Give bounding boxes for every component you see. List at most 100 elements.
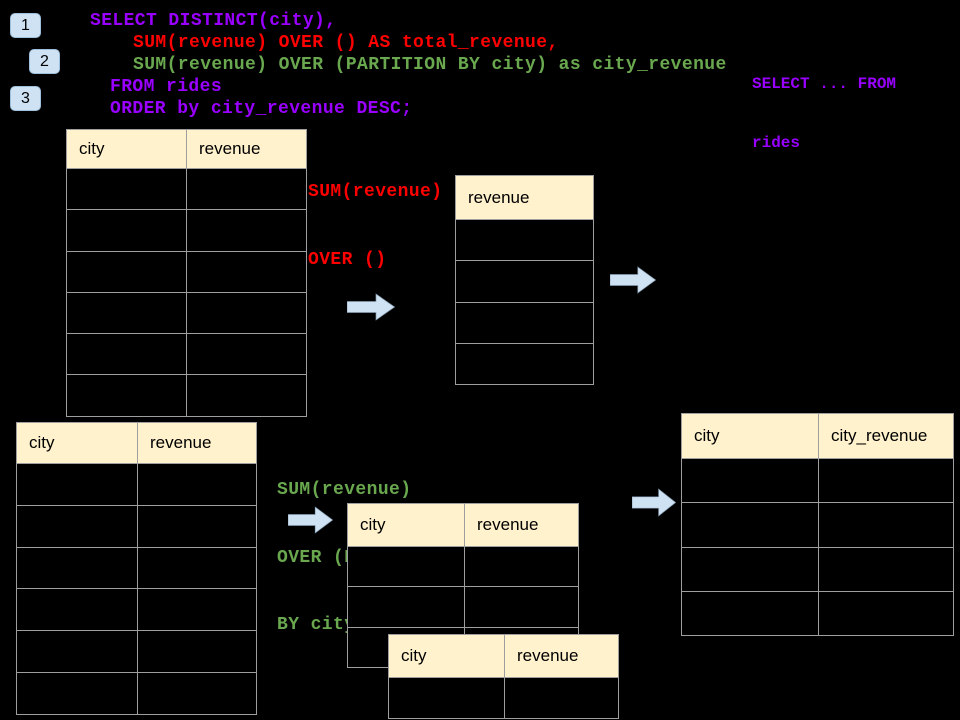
- city-revenue-result-cell-2-city_revenue: [818, 503, 953, 547]
- source-table-bottom-cell-6-city: [17, 673, 137, 714]
- flow-right-arrow-icon-2: [610, 266, 656, 294]
- city-revenue-result-row-1: [682, 458, 953, 503]
- partition-overlap-table-cell-1-city: [389, 678, 504, 718]
- total-revenue-result-row-1: [456, 219, 593, 260]
- partition-overlap-table-header-row: city revenue: [389, 635, 618, 677]
- source-table-top-row-6: [67, 374, 306, 416]
- city-revenue-result-header-city_revenue: city_revenue: [818, 414, 953, 458]
- source-table-top-row-3: [67, 250, 306, 292]
- total-revenue-note: SUM(revenue) OVER (): [308, 136, 442, 316]
- flow-right-arrow-icon-4: [632, 488, 676, 517]
- city-revenue-result-header-city: city: [682, 414, 818, 458]
- total-revenue-result-header-label-revenue: revenue: [468, 187, 530, 207]
- total-revenue-result-row-2: [456, 260, 593, 301]
- step-badge-1: 1: [10, 13, 41, 38]
- source-table-top-cell-6-city: [67, 375, 186, 415]
- total-revenue-result-header-row: revenue: [456, 176, 593, 219]
- partition-input-table-row-1: [348, 546, 578, 587]
- source-table-bottom-row-3: [17, 546, 256, 589]
- partition-input-table-header-label-revenue: revenue: [477, 515, 539, 534]
- source-table-top-header-row: city revenue: [67, 130, 306, 168]
- partition-overlap-table-row-1: [389, 677, 618, 718]
- partition-overlap-table-cell-1-revenue: [504, 678, 618, 718]
- source-table-bottom-cell-5-revenue: [137, 631, 256, 672]
- source-table-bottom-header-label-revenue: revenue: [150, 433, 212, 452]
- source-table-bottom-cell-3-revenue: [137, 547, 256, 589]
- city-revenue-result-header-label-city_revenue: city_revenue: [831, 426, 928, 445]
- source-table-bottom-cell-4-revenue: [137, 589, 256, 631]
- sql-summary-note: SELECT ... FROM rides: [752, 36, 896, 192]
- total-revenue-result-cell-4-revenue: [456, 344, 593, 384]
- source-table-top-header-label-revenue: revenue: [199, 139, 261, 158]
- step-badge-3: 3: [10, 86, 41, 111]
- source-table-bottom-header-row: city revenue: [17, 423, 256, 463]
- total-revenue-result-row-4: [456, 342, 593, 384]
- city-revenue-result-cell-4-city: [682, 592, 818, 635]
- partition-input-table-cell-2-city: [348, 587, 464, 626]
- city-revenue-result-row-2: [682, 502, 953, 547]
- total-revenue-result-cell-1-revenue: [456, 220, 593, 260]
- source-table-top-cell-1-city: [67, 169, 186, 209]
- partition-input-table-header-revenue: revenue: [464, 504, 578, 546]
- source-table-bottom-cell-6-revenue: [137, 672, 256, 714]
- partition-input-table-header-row: city revenue: [348, 504, 578, 546]
- source-table-top-cell-6-revenue: [186, 375, 306, 416]
- city-revenue-result-cell-2-city: [682, 503, 818, 546]
- partition-input-table-cell-1-revenue: [464, 547, 578, 587]
- partition-overlap-table: city revenue: [388, 634, 619, 719]
- partition-overlap-table-header-label-city: city: [401, 646, 427, 665]
- partition-overlap-table-header-revenue: revenue: [504, 635, 618, 677]
- source-table-top-cell-3-city: [67, 252, 186, 292]
- partition-note-line-1: SUM(revenue): [277, 480, 412, 500]
- source-table-top-header-city: city: [67, 130, 186, 168]
- source-table-top-cell-5-revenue: [186, 334, 306, 375]
- total-revenue-result-header-revenue: revenue: [456, 176, 593, 219]
- city-revenue-result-cell-3-city: [682, 548, 818, 591]
- city-revenue-result-row-4: [682, 590, 953, 636]
- source-table-top-cell-2-city: [67, 210, 186, 250]
- city-revenue-result-header-label-city: city: [694, 426, 720, 445]
- city-revenue-result-row-3: [682, 546, 953, 591]
- source-table-bottom-row-5: [17, 630, 256, 672]
- city-revenue-result-cell-3-city_revenue: [818, 547, 953, 591]
- source-table-top: city revenue: [66, 129, 307, 417]
- city-revenue-result-header-row: city city_revenue: [682, 414, 953, 458]
- partition-input-table-row-2: [348, 586, 578, 627]
- source-table-top-cell-3-revenue: [186, 251, 306, 292]
- source-table-bottom-header-city: city: [17, 423, 137, 463]
- source-table-top-row-4: [67, 291, 306, 334]
- total-revenue-note-line-2: OVER (): [308, 249, 387, 270]
- partition-input-table-cell-2-revenue: [464, 587, 578, 627]
- source-table-top-cell-4-city: [67, 293, 186, 333]
- city-revenue-result: city city_revenue: [681, 413, 954, 637]
- source-table-bottom-header-label-city: city: [29, 433, 55, 452]
- partition-overlap-table-header-label-revenue: revenue: [517, 646, 579, 665]
- source-table-bottom-cell-2-city: [17, 506, 137, 547]
- total-revenue-result-cell-2-revenue: [456, 261, 593, 301]
- sql-line-order: ORDER by city_revenue DESC;: [110, 99, 413, 119]
- source-table-bottom-cell-1-city: [17, 464, 137, 505]
- partition-input-table-header-city: city: [348, 504, 464, 546]
- total-revenue-result-row-3: [456, 301, 593, 343]
- total-revenue-note-line-1: SUM(revenue): [308, 182, 443, 202]
- source-table-bottom-cell-3-city: [17, 548, 137, 589]
- partition-input-table-header-label-city: city: [360, 515, 386, 534]
- source-table-top-row-5: [67, 333, 306, 375]
- source-table-top-cell-2-revenue: [186, 210, 306, 251]
- total-revenue-result-cell-3-revenue: [456, 303, 593, 343]
- source-table-bottom-cell-4-city: [17, 589, 137, 630]
- source-table-bottom-header-revenue: revenue: [137, 423, 256, 463]
- source-table-bottom-row-2: [17, 504, 256, 547]
- source-table-top-cell-4-revenue: [186, 292, 306, 334]
- partition-overlap-table-header-city: city: [389, 635, 504, 677]
- source-table-top-row-2: [67, 209, 306, 251]
- source-table-top-header-revenue: revenue: [186, 130, 306, 168]
- source-table-bottom-cell-2-revenue: [137, 505, 256, 547]
- flow-right-arrow-icon-3: [288, 506, 333, 534]
- sql-line-select: SELECT DISTINCT(city),: [90, 11, 337, 31]
- source-table-top-header-label-city: city: [79, 139, 105, 158]
- city-revenue-result-cell-1-city_revenue: [818, 459, 953, 503]
- source-table-bottom-row-4: [17, 588, 256, 631]
- step-badge-2: 2: [29, 49, 60, 74]
